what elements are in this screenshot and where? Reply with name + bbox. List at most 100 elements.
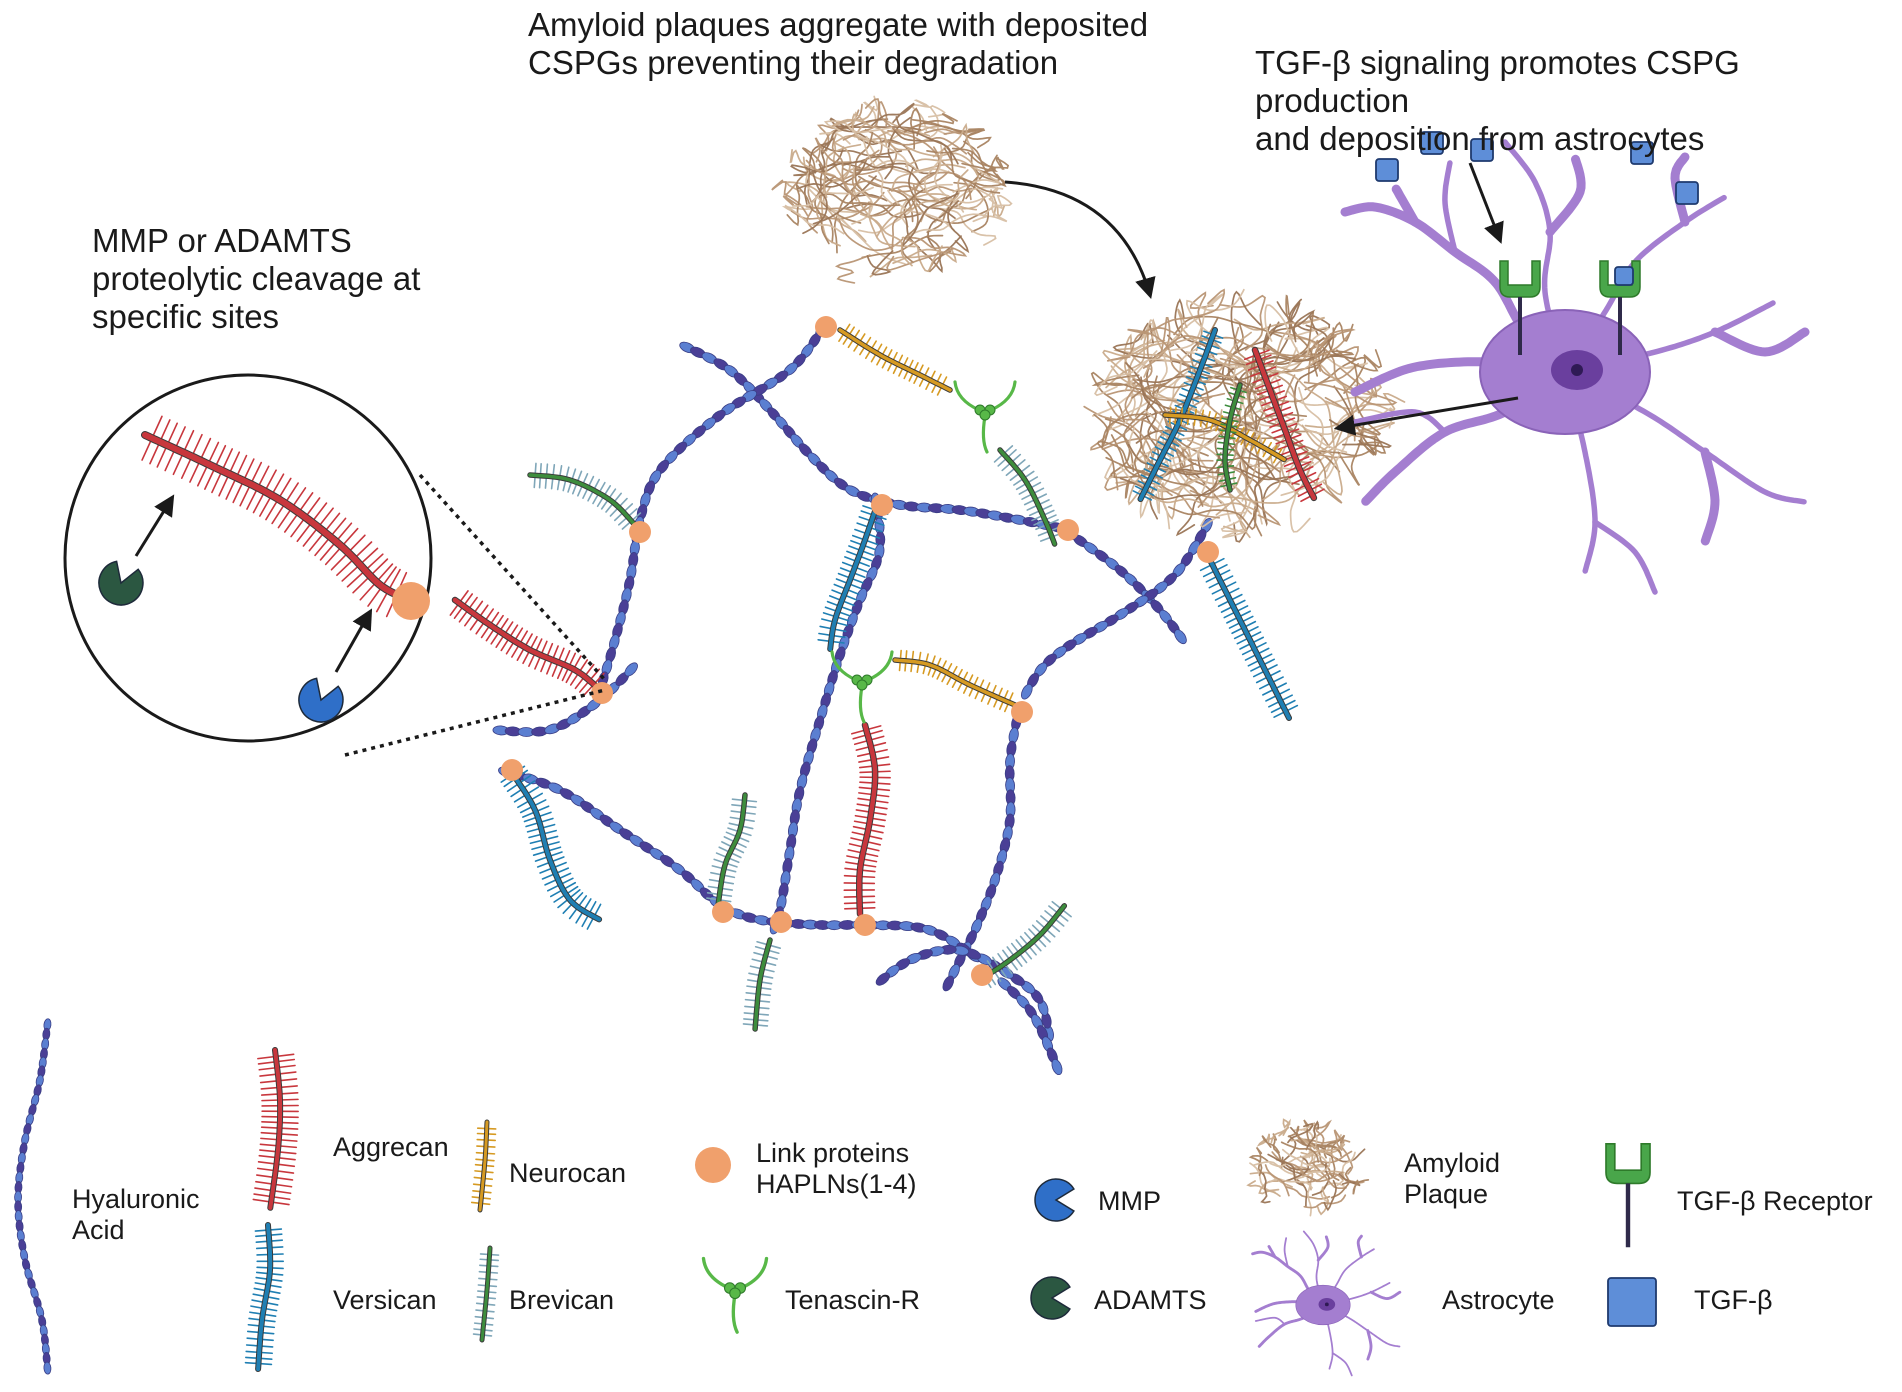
legend-versican-label: Versican — [333, 1285, 437, 1316]
astrocyte-cell — [1345, 132, 1805, 592]
cleavage-caption-line1: MMP or ADAMTS — [92, 222, 420, 260]
amyloid-plaque-free — [772, 97, 1012, 283]
legend-receptor-icon — [1606, 1144, 1650, 1247]
legend-astrocyte-icon — [1253, 1231, 1400, 1375]
cleavage-caption-line2: proteolytic cleavage at — [92, 260, 420, 298]
brevican-molecule — [995, 446, 1064, 544]
tenascin-r — [704, 1259, 767, 1333]
legend-aggrecan-icon — [253, 1050, 298, 1208]
legend-link-line2: HAPLNs(1-4) — [756, 1169, 917, 1200]
aggrecan-molecule — [844, 725, 890, 914]
versican-molecule — [1201, 559, 1298, 718]
brevican-molecule — [743, 940, 780, 1029]
astrocyte-process — [1371, 1292, 1400, 1298]
amyloid-fibril — [787, 172, 807, 225]
tgf-beta-square — [1376, 159, 1398, 181]
legend-hyaluronic-line1: Hyaluronic — [72, 1184, 200, 1215]
neurocan-molecule — [895, 651, 1015, 712]
tgf-caption-line2: and deposition from astrocytes — [1255, 120, 1902, 158]
zoom-guide-line — [420, 475, 605, 680]
tgf-caption-line1: TGF-β signaling promotes CSPG production — [1255, 44, 1902, 120]
legend-link-line1: Link proteins — [756, 1138, 917, 1169]
legend-adamts-label: ADAMTS — [1094, 1285, 1207, 1316]
astrocyte-process — [1333, 1353, 1352, 1375]
tenascin-arm — [983, 416, 987, 452]
legend-aggrecan-label: Aggrecan — [333, 1132, 449, 1163]
tenascin-arm — [860, 686, 864, 722]
link-protein — [629, 521, 651, 543]
astrocyte-process — [1445, 163, 1455, 252]
legend-receptor-label: TGF-β Receptor — [1677, 1186, 1873, 1217]
link-protein — [501, 759, 523, 781]
ha-chain-right-diag — [1019, 517, 1214, 701]
legend-hyaluronic-line2: Acid — [72, 1215, 200, 1246]
astrocyte-process — [1256, 1318, 1285, 1324]
link-protein — [1057, 519, 1079, 541]
amyloid-fibril — [1326, 394, 1405, 411]
tgf-beta-square — [1676, 182, 1698, 204]
legend-hyaluronic-label: Hyaluronic Acid — [72, 1184, 200, 1246]
amyloid-caption: Amyloid plaques aggregate with deposited… — [528, 6, 1148, 82]
legend-astrocyte-label: Astrocyte — [1442, 1285, 1555, 1316]
legend-versican-icon — [245, 1225, 283, 1369]
tgf-caption: TGF-β signaling promotes CSPG production… — [1255, 44, 1902, 158]
tenascin-node — [730, 1288, 741, 1299]
link-protein — [392, 582, 430, 620]
legend-adamts-icon — [1031, 1277, 1070, 1319]
link-protein — [1011, 701, 1033, 723]
cleavage-zoom-panel — [65, 375, 605, 755]
legend-mmp-icon — [1035, 1179, 1074, 1221]
plaque-aggregation-arrow — [1005, 182, 1150, 295]
brevican-molecule — [530, 463, 640, 529]
brevican-molecule — [707, 795, 756, 904]
legend-brevican-icon — [474, 1248, 499, 1340]
astrocyte-process — [1368, 1331, 1371, 1359]
legend-tgf-beta-icon — [1608, 1278, 1656, 1326]
tenascin-arm — [741, 1259, 766, 1288]
tenascin-arm — [733, 1294, 737, 1332]
zoom-circle — [65, 375, 431, 741]
legend-brevican-label: Brevican — [509, 1285, 614, 1316]
legend-hyaluronic-icon — [14, 1018, 51, 1374]
astrocyte-process — [1550, 159, 1581, 232]
amyloid-fibril — [841, 218, 905, 264]
receptor-head — [1606, 1144, 1650, 1184]
receptor-head — [1500, 261, 1540, 297]
link-protein — [591, 682, 613, 704]
tenascin-arm — [868, 652, 892, 680]
tgf-beta-bound — [1615, 267, 1633, 285]
legend-neurocan-label: Neurocan — [509, 1158, 626, 1189]
amyloid-plaque-aggregated — [1084, 290, 1404, 542]
tenascin-node — [857, 680, 867, 690]
astrocyte-nucleolus — [1571, 364, 1583, 376]
astrocyte-process — [1318, 1237, 1328, 1260]
ha-bead — [43, 1362, 51, 1375]
core-protein — [1210, 560, 1289, 718]
astrocyte-main — [1345, 142, 1805, 592]
link-protein — [871, 494, 893, 516]
tenascin-arm — [991, 382, 1015, 410]
legend-tenascin-label: Tenascin-R — [785, 1285, 920, 1316]
astrocyte-process — [1285, 1238, 1288, 1266]
tenascin-node — [980, 410, 990, 420]
link-protein — [712, 901, 734, 923]
cleavage-caption-line3: specific sites — [92, 298, 420, 336]
tenascin-r — [955, 382, 1015, 452]
legend-icons — [245, 1050, 1656, 1375]
aggrecan-molecule — [450, 591, 604, 696]
cleavage-caption: MMP or ADAMTS proteolytic cleavage at sp… — [92, 222, 420, 336]
link-protein — [1197, 541, 1219, 563]
link-protein — [770, 911, 792, 933]
tenascin-arm — [955, 382, 979, 410]
link-protein — [854, 914, 876, 936]
amyloid-fibril — [837, 255, 870, 283]
amyloid-caption-line2: CSPGs preventing their degradation — [528, 44, 1148, 82]
astrocyte-process — [1705, 452, 1715, 541]
legend-link-label: Link proteins HAPLNs(1-4) — [756, 1138, 917, 1200]
link-protein — [971, 964, 993, 986]
link-protein — [815, 316, 837, 338]
legend-amyloid-line1: Amyloid — [1404, 1148, 1500, 1179]
astrocyte-process — [1358, 1236, 1361, 1257]
